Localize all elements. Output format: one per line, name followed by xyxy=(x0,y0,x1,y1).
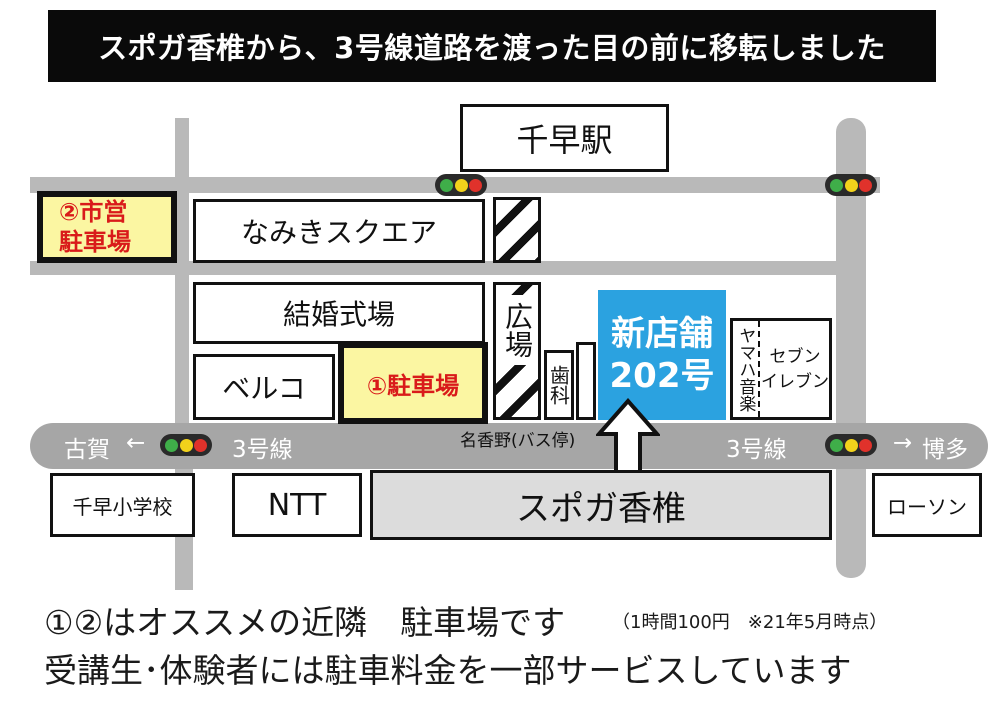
new-store-202: 新店舗 202号 xyxy=(598,290,726,420)
ntt: NTT xyxy=(232,473,362,537)
yellow-lamp-icon xyxy=(844,178,858,192)
parking-2-city: ②市営 駐車場 xyxy=(37,191,177,263)
yellow-lamp-icon xyxy=(844,438,858,452)
dental-clinic: 歯科 xyxy=(544,350,574,420)
note-line-1: ①②はオススメの近隣 駐車場です xyxy=(44,603,566,642)
red-lamp-icon xyxy=(859,178,873,192)
parking-1: ①駐車場 xyxy=(338,342,488,424)
parking-2-label-line2: 駐車場 xyxy=(59,228,131,256)
namiki-square: なみきスクエア xyxy=(193,199,485,263)
namiki-label: なみきスクエア xyxy=(240,216,437,249)
left-arrow-icon: ← xyxy=(126,430,146,456)
seven-eleven: セブン イレブン xyxy=(760,340,830,400)
traffic-signal-top-right xyxy=(825,174,877,196)
school-label: 千早小学校 xyxy=(72,494,173,519)
ntt-label: NTT xyxy=(267,487,327,523)
bellco: ベルコ xyxy=(193,354,335,420)
parking-2-label-line1: ②市営 xyxy=(59,198,128,226)
note-line-1-small: （1時間100円 ※21年5月時点） xyxy=(612,612,888,633)
road-middle xyxy=(30,261,845,275)
left-destination: 古賀 xyxy=(64,437,110,463)
spoga-label: スポガ香椎 xyxy=(516,488,686,529)
block-divider xyxy=(758,321,760,417)
route-label-right: 3号線 xyxy=(726,437,787,463)
plaza-label: 広場 xyxy=(496,295,538,365)
green-lamp-icon xyxy=(439,178,453,192)
road-left-vertical xyxy=(175,118,189,423)
chihaya-elementary: 千早小学校 xyxy=(50,473,195,537)
yellow-lamp-icon xyxy=(179,438,193,452)
green-lamp-icon xyxy=(829,438,843,452)
route-label-left: 3号線 xyxy=(232,437,293,463)
spoga-kashii: スポガ香椎 xyxy=(370,470,832,540)
bus-stop-label: 名香野(バス停) xyxy=(460,431,576,451)
dental-annex xyxy=(576,342,596,420)
bellco-label: ベルコ xyxy=(222,372,306,405)
lawson-label: ローソン xyxy=(887,494,967,519)
chihaya-station: 千早駅 xyxy=(460,104,669,172)
seven-label-line1: セブン xyxy=(769,347,821,368)
new-store-label-line1: 新店舗 xyxy=(611,313,713,354)
note-line-2: 受講生･体験者には駐車料金を一部サービスしています xyxy=(44,651,852,690)
red-lamp-icon xyxy=(194,438,208,452)
hatched-lot-upper xyxy=(493,197,541,263)
right-arrow-icon: → xyxy=(893,430,913,456)
header-banner: スポガ香椎から、3号線道路を渡った目の前に移転しました xyxy=(48,10,936,82)
traffic-signal-route-left xyxy=(160,434,212,456)
green-lamp-icon xyxy=(164,438,178,452)
station-label: 千早駅 xyxy=(516,121,613,159)
new-store-label-line2: 202号 xyxy=(609,356,715,396)
traffic-signal-route-right xyxy=(825,434,877,456)
green-lamp-icon xyxy=(829,178,843,192)
red-lamp-icon xyxy=(469,178,483,192)
yamaha-music-label: ヤマハ音楽 xyxy=(735,326,756,412)
dental-label: 歯科 xyxy=(546,365,571,405)
wedding-hall: 結婚式場 xyxy=(193,282,485,344)
parking-1-label: ①駐車場 xyxy=(366,371,460,400)
lawson: ローソン xyxy=(872,473,982,537)
seven-label-line2: イレブン xyxy=(761,372,829,392)
right-destination: 博多 xyxy=(922,437,968,463)
yamaha-seven-block xyxy=(730,318,832,420)
traffic-signal-top-center xyxy=(435,174,487,196)
wedding-label: 結婚式場 xyxy=(282,298,395,331)
red-lamp-icon xyxy=(859,438,873,452)
yellow-lamp-icon xyxy=(454,178,468,192)
